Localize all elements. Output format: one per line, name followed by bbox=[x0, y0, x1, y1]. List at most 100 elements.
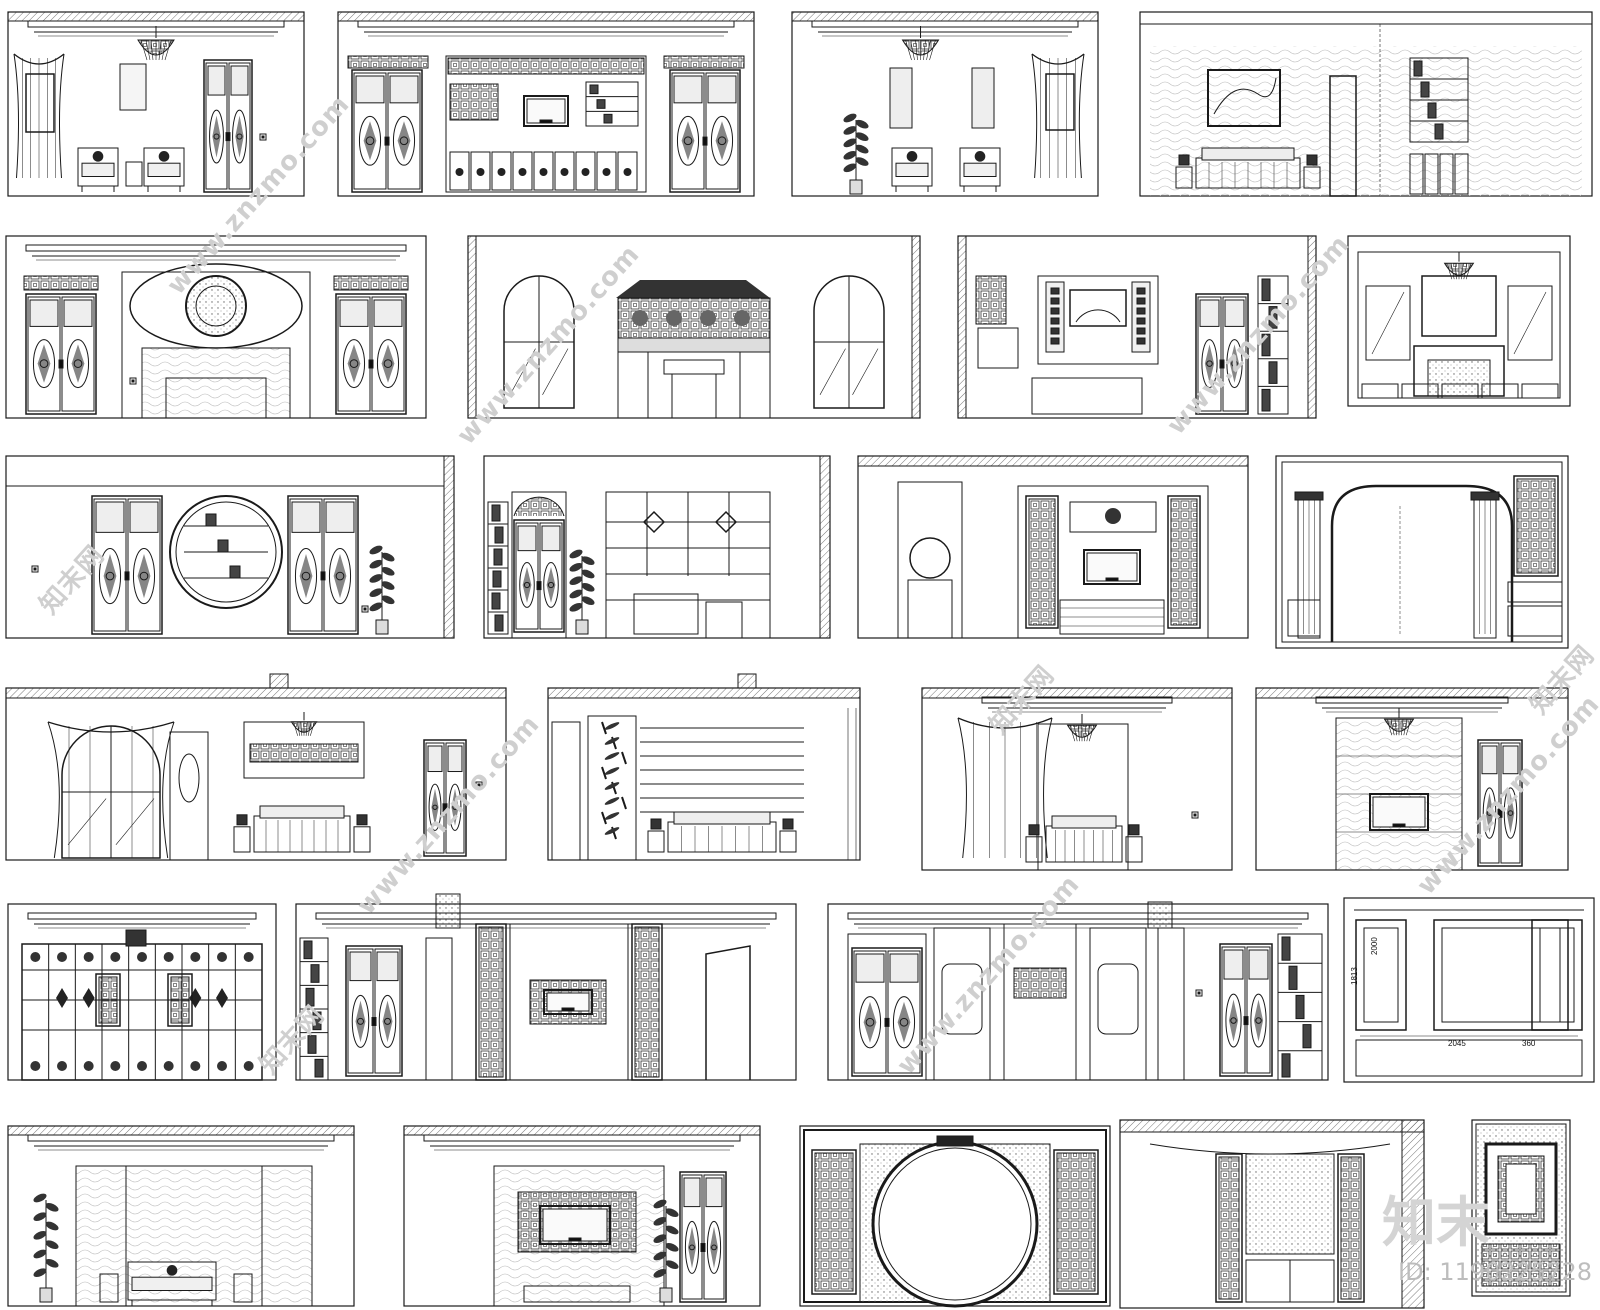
tv-icon bbox=[523, 95, 569, 127]
drawing-id-label: ID: 1190225728 bbox=[1398, 1258, 1592, 1286]
lattice-screen bbox=[475, 923, 507, 1081]
chandelier-icon bbox=[1383, 708, 1415, 736]
chandelier-icon bbox=[901, 26, 940, 61]
lattice-screen bbox=[1215, 1153, 1243, 1303]
carved-door bbox=[287, 495, 359, 635]
wall-outlet-icon bbox=[475, 781, 483, 789]
elevation-moon-gate bbox=[799, 1125, 1111, 1308]
arched-window bbox=[813, 275, 885, 409]
carved-door bbox=[91, 495, 163, 635]
carved-door bbox=[851, 947, 923, 1077]
dimension-label-d2: 2045 bbox=[1448, 1039, 1466, 1048]
lattice-screen bbox=[811, 1149, 857, 1295]
elevation-chinese-tv-wall-cabinets bbox=[337, 11, 755, 197]
arched-window bbox=[503, 275, 575, 409]
elevation-bedroom-curtain-chandelier bbox=[921, 687, 1233, 871]
carved-door bbox=[335, 293, 407, 415]
carved-door bbox=[345, 945, 403, 1077]
wall-outlet-icon bbox=[1195, 989, 1203, 997]
elevation-ornate-frame-detail bbox=[1471, 1119, 1571, 1297]
ceiling-section bbox=[25, 244, 407, 261]
ceiling-section bbox=[791, 11, 1099, 37]
ceiling-section bbox=[27, 912, 257, 929]
elevation-archway-columns bbox=[1275, 455, 1569, 649]
elevation-living-sofa-plant bbox=[7, 1125, 355, 1307]
elevation-buddha-shrine-arched-windows bbox=[467, 235, 921, 419]
tv-icon bbox=[1369, 793, 1429, 831]
elevation-dragon-medallion-wall bbox=[5, 235, 427, 419]
elevation-bedroom-bamboo-panel bbox=[547, 673, 861, 861]
sofa-icon bbox=[127, 1261, 217, 1306]
lattice-screen bbox=[167, 973, 193, 1027]
ceiling-section bbox=[337, 11, 755, 37]
elevation-chinese-living-plant-chandelier bbox=[791, 11, 1099, 197]
potted-plant-icon bbox=[33, 1193, 59, 1303]
wall-outlet-icon bbox=[1191, 811, 1199, 819]
dimension-label-d4: 1813 bbox=[1350, 967, 1359, 985]
wall-outlet-icon bbox=[361, 605, 369, 613]
shelf-unit bbox=[1409, 57, 1469, 143]
curtain-icon bbox=[13, 53, 65, 179]
potted-plant-icon bbox=[653, 1199, 679, 1303]
lattice-screen bbox=[95, 973, 121, 1027]
elevation-wainscot-dimensions bbox=[1343, 897, 1595, 1083]
carved-door bbox=[423, 739, 467, 857]
sofa-icon bbox=[959, 147, 1001, 192]
dimension-label-d3: 360 bbox=[1522, 1039, 1536, 1048]
carved-door bbox=[679, 1171, 727, 1303]
carved-door bbox=[25, 293, 97, 415]
elevation-european-fireplace bbox=[1347, 235, 1571, 407]
ceiling-section bbox=[981, 696, 1173, 713]
elevation-carved-cabinet-wall bbox=[7, 903, 277, 1081]
lattice-screen bbox=[1513, 475, 1559, 577]
shelf-unit bbox=[487, 501, 509, 635]
elevation-tv-wall-lattice-screens bbox=[857, 455, 1249, 639]
elevation-chinese-living-chandelier-doors bbox=[7, 11, 305, 197]
lattice-screen bbox=[1337, 1153, 1365, 1303]
ceiling-section bbox=[7, 1125, 355, 1151]
carved-door bbox=[1219, 943, 1273, 1077]
watermark-logo: 知末 bbox=[1382, 1191, 1490, 1254]
dimension-label-d1: 2000 bbox=[1370, 937, 1379, 955]
wall-outlet-icon bbox=[31, 565, 39, 573]
carved-door bbox=[1477, 739, 1523, 867]
elevation-bedroom-curtain-window bbox=[5, 673, 507, 861]
elevation-study-lattice-shelves bbox=[483, 455, 831, 639]
shelf-unit bbox=[299, 937, 329, 1081]
sofa-icon bbox=[891, 147, 933, 192]
elevation-framed-panel-doors bbox=[827, 901, 1329, 1081]
chandelier-icon bbox=[290, 712, 318, 736]
carved-door bbox=[669, 69, 741, 193]
shelf-unit bbox=[1257, 275, 1289, 415]
curtain-icon bbox=[47, 721, 175, 859]
wall-outlet-icon bbox=[129, 377, 137, 385]
tv-icon bbox=[539, 1205, 611, 1245]
elevation-tv-wall-carved-door bbox=[403, 1125, 761, 1307]
elevation-study-calligraphy-wall bbox=[957, 235, 1317, 419]
potted-plant-icon bbox=[369, 545, 395, 635]
carved-door bbox=[351, 69, 423, 193]
bed-icon bbox=[233, 805, 371, 853]
curtain-icon bbox=[1031, 53, 1085, 179]
bed-icon bbox=[1025, 815, 1143, 863]
chandelier-icon bbox=[137, 26, 175, 61]
potted-plant-icon bbox=[569, 549, 595, 635]
elevation-stone-feature-wall bbox=[1119, 1119, 1425, 1309]
potted-plant-icon bbox=[843, 113, 869, 195]
elevation-lattice-column-tv-wall bbox=[295, 893, 797, 1081]
tv-icon bbox=[1083, 549, 1141, 585]
carved-door bbox=[1195, 293, 1249, 415]
sofa-icon bbox=[77, 147, 119, 192]
ceiling-section bbox=[847, 912, 1309, 929]
dimension-labels: 2000 2045 360 1813 bbox=[1350, 937, 1536, 1048]
lattice-screen bbox=[1167, 495, 1201, 629]
shelf-unit bbox=[585, 81, 639, 127]
tv-icon bbox=[543, 989, 593, 1015]
elevation-panels bbox=[5, 11, 1595, 1309]
elevation-moon-shelf-wall bbox=[5, 455, 455, 639]
shelf-unit bbox=[1277, 933, 1323, 1081]
carved-door bbox=[203, 59, 253, 193]
lattice-screen bbox=[1053, 1149, 1099, 1295]
chandelier-icon bbox=[1066, 714, 1098, 742]
